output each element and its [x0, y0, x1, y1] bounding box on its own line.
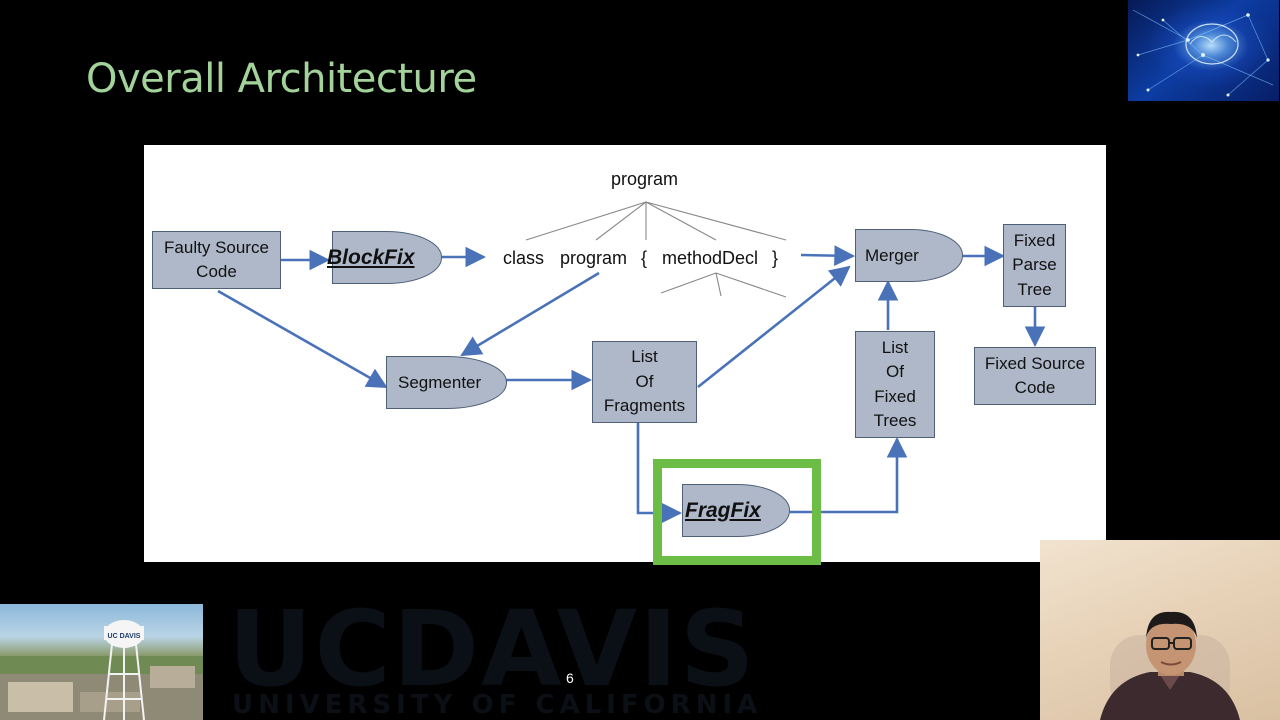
fixed-source-box: Fixed Source Code [974, 347, 1096, 405]
fixed-parse-tree-box: Fixed Parse Tree [1003, 224, 1066, 307]
arrow-tree-to-segmenter [460, 271, 600, 357]
blockfix-label: BlockFix [327, 245, 415, 269]
faulty-source-box: Faulty Source Code [152, 231, 281, 289]
fragfix-gate: FragFix [682, 484, 790, 537]
presenter-webcam [1040, 540, 1280, 720]
segmenter-label: Segmenter [398, 372, 482, 392]
svg-text:UC DAVIS: UC DAVIS [108, 633, 141, 640]
page-number: 6 [566, 670, 574, 686]
merger-label: Merger [865, 245, 919, 265]
list-of-fragments-box: List Of Fragments [592, 341, 697, 423]
arrow-list-to-merger [697, 265, 851, 389]
slide-title: Overall Architecture [86, 56, 477, 102]
list-of-fixed-trees-box: List Of Fixed Trees [855, 331, 935, 438]
merger-gate: Merger [855, 229, 963, 282]
arrow-faulty-to-segmenter [217, 289, 388, 389]
parse-tree-open-brace: { [641, 248, 648, 268]
segmenter-gate: Segmenter [386, 356, 507, 409]
parse-tree-close-brace: } [772, 248, 779, 268]
ai-brain-image [1128, 0, 1279, 101]
parse-tree-edges [525, 201, 787, 298]
fragfix-highlight-frame [653, 459, 821, 565]
arrow-tree-to-merger [800, 245, 856, 267]
fragfix-label: FragFix [685, 498, 761, 522]
arrow-list-to-fragfix [636, 423, 683, 524]
parse-tree-class: class [503, 248, 545, 268]
parse-tree-program: program [560, 248, 628, 268]
arrow-fragfix-to-fixed-trees [790, 436, 908, 514]
uc-davis-logo: UCDAVIS UNIVERSITY OF CALIFORNIA [228, 594, 763, 720]
architecture-diagram: Faulty Source Code BlockFix program clas… [144, 145, 1106, 562]
blockfix-gate: BlockFix [327, 231, 442, 284]
parse-tree-root: program [611, 169, 679, 189]
parse-tree-method: methodDecl [662, 248, 759, 268]
uc-davis-water-tower-photo: UC DAVIS [0, 604, 203, 720]
